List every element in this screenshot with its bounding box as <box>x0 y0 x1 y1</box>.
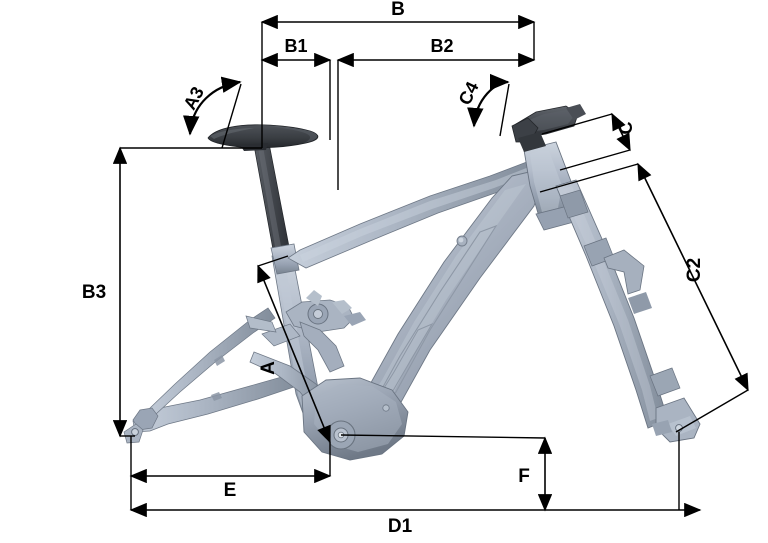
dimension-F-ext-top <box>340 434 546 439</box>
dimension-C2-line <box>637 162 749 392</box>
dimension-F: F <box>340 434 553 512</box>
dimension-A: A <box>257 255 331 444</box>
dimension-D1-label: D1 <box>388 516 413 537</box>
dimension-A3-arc <box>182 76 242 136</box>
dimension-C-ext-bottom <box>559 149 631 171</box>
dimension-C-ext-top <box>541 113 613 135</box>
dimension-B3: B3 <box>82 146 135 438</box>
stem <box>511 104 586 152</box>
dimension-B-label: B <box>391 0 405 20</box>
dimension-C4-label: C4 <box>455 79 483 108</box>
dimension-A-line <box>257 264 331 444</box>
dimension-C2-label: C2 <box>684 258 705 282</box>
dimension-E: E <box>129 436 332 501</box>
dimension-C4-arc <box>467 73 510 128</box>
fork <box>555 179 701 443</box>
dimension-B3-label: B3 <box>82 282 106 303</box>
dimension-B1: B1 <box>260 36 332 140</box>
dimension-C2: C2 <box>539 162 749 433</box>
dimension-E-label: E <box>224 480 237 501</box>
dimension-A-label: A <box>258 361 279 375</box>
dimension-C-label: C <box>616 122 636 135</box>
dimension-D1: D1 <box>129 432 702 537</box>
dimension-C2-ext-top <box>539 163 639 193</box>
motor-housing <box>301 377 409 461</box>
dimension-C4-angle: C4 <box>455 73 510 137</box>
dimension-B2-label: B2 <box>430 36 453 56</box>
dimension-B1-label: B1 <box>284 36 307 56</box>
dimension-C4-leader <box>499 83 510 137</box>
dimension-C-line <box>611 112 631 152</box>
dimension-C: C <box>541 112 636 171</box>
dimension-A3-leader <box>221 83 242 149</box>
dimension-B2: B2 <box>336 36 536 190</box>
dimension-A3-label: A3 <box>179 83 207 113</box>
dimension-C2-ext-bottom <box>675 389 749 433</box>
seat-post <box>252 137 300 275</box>
head-tube <box>523 141 575 231</box>
bike-frame-artwork <box>123 104 701 461</box>
dimension-A-ext-top <box>257 255 289 267</box>
dimension-F-label: F <box>518 466 530 487</box>
